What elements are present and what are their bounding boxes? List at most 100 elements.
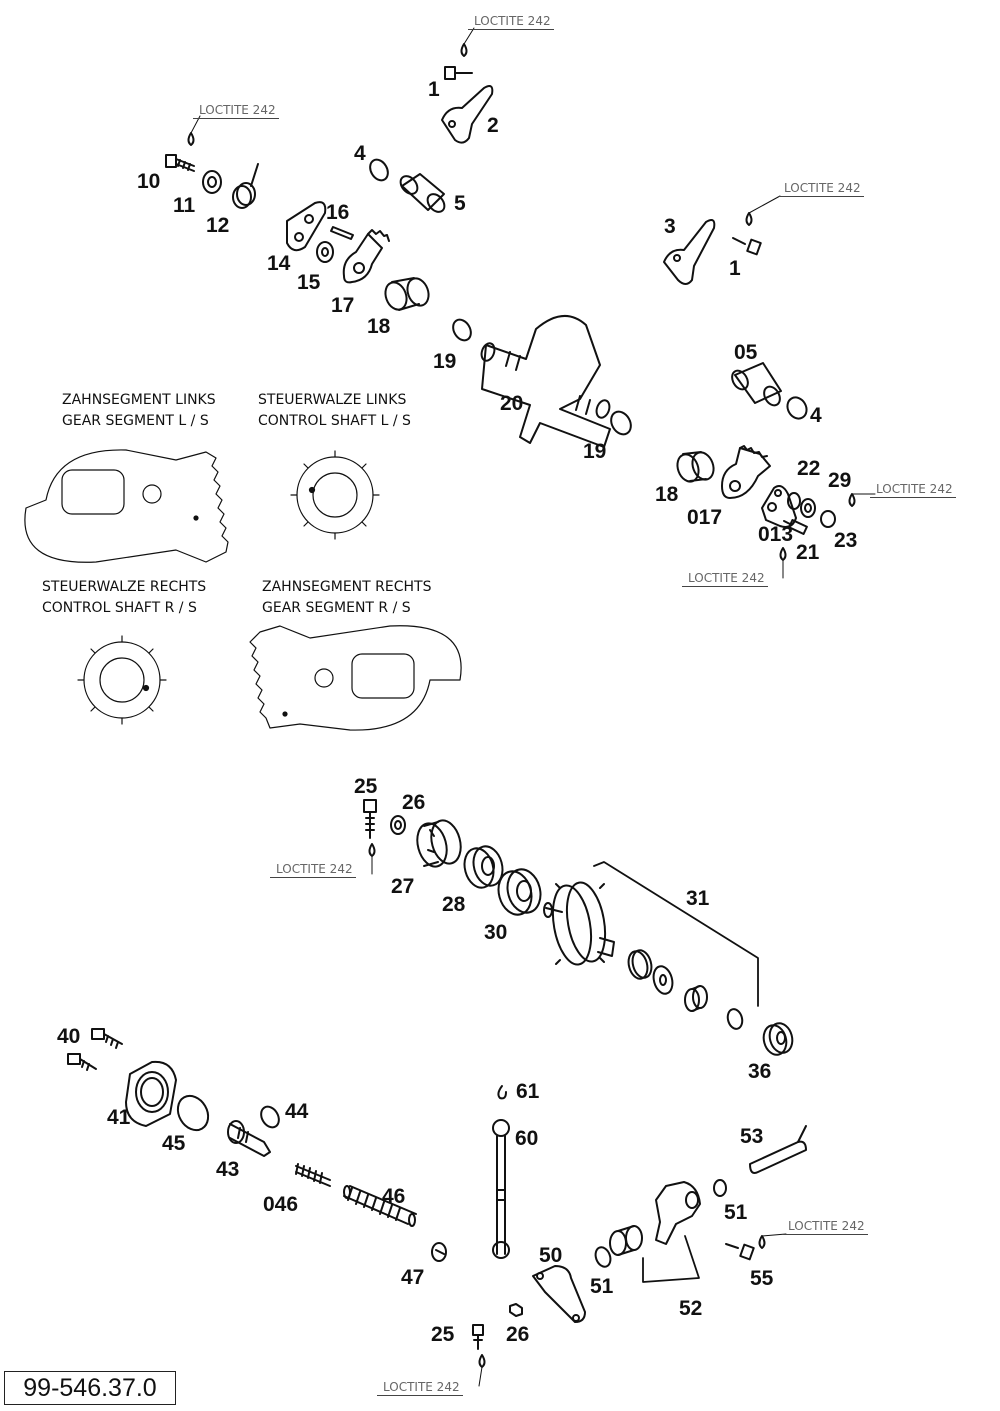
part-number-label: 55 <box>750 1267 774 1290</box>
part-number-label: 36 <box>748 1060 772 1083</box>
part-number-label: 18 <box>655 483 679 506</box>
shaft-end-part-5 <box>399 173 446 213</box>
control-shaft-right-drawing <box>77 635 167 725</box>
part-number-label: 05 <box>734 341 758 364</box>
o-ring-part-4 <box>369 158 389 182</box>
part-number-label: 19 <box>583 440 607 463</box>
loctite-drop <box>368 843 376 857</box>
caption-line-en: GEAR SEGMENT L / S <box>62 413 209 429</box>
rod-part-60 <box>492 1119 510 1259</box>
caption-gear-segment-left: ZAHNSEGMENT LINKS GEAR SEGMENT L / S <box>62 390 216 432</box>
spring-part-046 <box>295 1163 331 1187</box>
part-number-label: 17 <box>331 294 355 317</box>
o-ring-part-45 <box>176 1094 210 1132</box>
part-number-label: 4 <box>354 142 366 165</box>
part-number-label: 23 <box>834 529 858 552</box>
screw-part-40b <box>67 1053 97 1071</box>
loctite-drop <box>478 1354 486 1368</box>
lever-part-50 <box>532 1265 586 1323</box>
part-number-label: 11 <box>173 194 196 217</box>
caption-line-en: GEAR SEGMENT R / S <box>262 600 411 616</box>
spring-part-46 <box>343 1185 417 1227</box>
bolt-part-1b <box>732 237 762 256</box>
housing-part-41 <box>125 1060 177 1127</box>
part-number-label: 44 <box>285 1100 309 1123</box>
loctite-drop <box>187 132 195 146</box>
part-number-label: 5 <box>454 192 466 215</box>
bracket-31 <box>593 861 759 1007</box>
part-number-label: 046 <box>263 1193 299 1216</box>
part-number-label: 12 <box>206 214 230 237</box>
part-number-label: 3 <box>664 215 676 238</box>
part-number-label: 26 <box>402 791 426 814</box>
part-number-label: 26 <box>506 1323 530 1346</box>
part-number-label: 30 <box>484 921 508 944</box>
part-number-label: 43 <box>216 1158 240 1181</box>
part-number-label: 16 <box>326 201 350 224</box>
loctite-drop <box>758 1235 766 1249</box>
part-number-label: 25 <box>431 1323 455 1346</box>
part-number-label: 41 <box>107 1106 131 1129</box>
shift-lever-part-52b <box>655 1181 701 1245</box>
part-number-label: 45 <box>162 1132 186 1155</box>
document-number: 99-546.37.0 <box>4 1371 176 1405</box>
o-ring-part-44 <box>260 1105 280 1129</box>
bracket-52 <box>642 1235 700 1283</box>
spacer-part-31c <box>684 985 708 1012</box>
part-number-label: 22 <box>797 457 821 480</box>
washer-part-31b <box>652 965 674 995</box>
part-number-label: 51 <box>590 1275 614 1298</box>
gear-segment-left-drawing <box>24 449 229 563</box>
washer-part-29 <box>800 498 816 518</box>
o-ring-part-4b <box>786 396 808 420</box>
bearing-part-36 <box>762 1022 794 1056</box>
nut-part-23 <box>820 510 836 528</box>
gear-segment-part-17 <box>342 229 390 284</box>
caption-line-de: ZAHNSEGMENT RECHTS <box>262 579 432 595</box>
washer-part-26b <box>509 1303 523 1317</box>
part-number-label: 60 <box>515 1127 539 1150</box>
part-number-label: 19 <box>433 350 457 373</box>
washer-part-15 <box>316 241 334 263</box>
bushing-part-18 <box>384 277 430 311</box>
caption-line-de: STEUERWALZE LINKS <box>258 392 407 408</box>
screw-part-10 <box>165 154 195 172</box>
ratchet-part-27 <box>416 819 462 868</box>
part-number-label: 61 <box>516 1080 540 1103</box>
loctite-drop <box>779 547 787 561</box>
gear-part-31a <box>627 949 653 980</box>
part-number-label: 52 <box>679 1297 703 1320</box>
bolt-part-1 <box>444 66 473 80</box>
screw-part-25 <box>363 799 377 839</box>
washer-part-26 <box>390 815 406 835</box>
o-ring-part-19b <box>610 410 632 436</box>
screw-part-40a <box>91 1028 123 1049</box>
part-number-label: 28 <box>442 893 466 916</box>
loctite-label: LOCTITE 242 <box>377 1380 463 1396</box>
part-number-label: 1 <box>729 257 741 280</box>
plate-part-013 <box>761 485 797 528</box>
pin-part-53 <box>749 1125 807 1174</box>
part-number-label: 27 <box>391 875 415 898</box>
part-number-label: 15 <box>297 271 321 294</box>
part-number-label: 47 <box>401 1266 425 1289</box>
lever-part-2 <box>441 85 494 144</box>
part-number-label: 18 <box>367 315 391 338</box>
part-number-label: 013 <box>758 523 794 546</box>
bushing-part-11 <box>202 170 222 194</box>
pin-part-16 <box>330 226 354 240</box>
part-number-label: 20 <box>500 392 524 415</box>
screw-part-55 <box>725 1243 755 1261</box>
circlip-part-31d <box>726 1008 744 1030</box>
kickstart-shaft-part-31 <box>543 881 615 966</box>
caption-control-shaft-left: STEUERWALZE LINKS CONTROL SHAFT L / S <box>258 390 411 432</box>
clip-part-47 <box>431 1242 447 1262</box>
loctite-label: LOCTITE 242 <box>782 1219 868 1235</box>
caption-line-de: STEUERWALZE RECHTS <box>42 579 207 595</box>
part-number-label: 31 <box>686 887 710 910</box>
shaft-part-43 <box>227 1120 271 1157</box>
loctite-label: LOCTITE 242 <box>468 14 554 30</box>
screw-part-25b <box>472 1324 484 1350</box>
loctite-label: LOCTITE 242 <box>778 181 864 197</box>
